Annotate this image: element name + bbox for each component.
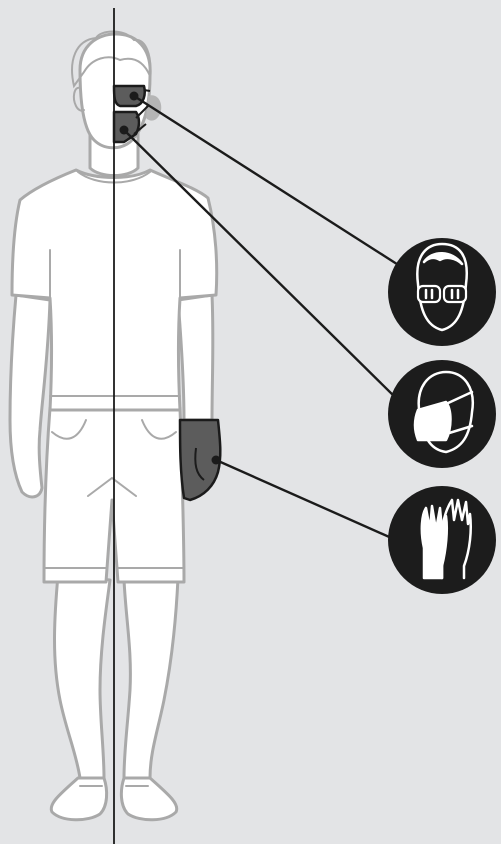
right-shoe [121,778,176,820]
left-leg [55,575,111,778]
face-mask-badge [388,360,496,468]
leader-gloves [216,460,396,540]
right-leg [124,578,178,778]
gloves-badge [388,486,496,594]
left-shoe [51,778,106,820]
left-arm [10,295,50,497]
right-arm [178,295,213,420]
safety-glasses-badge [388,238,496,346]
